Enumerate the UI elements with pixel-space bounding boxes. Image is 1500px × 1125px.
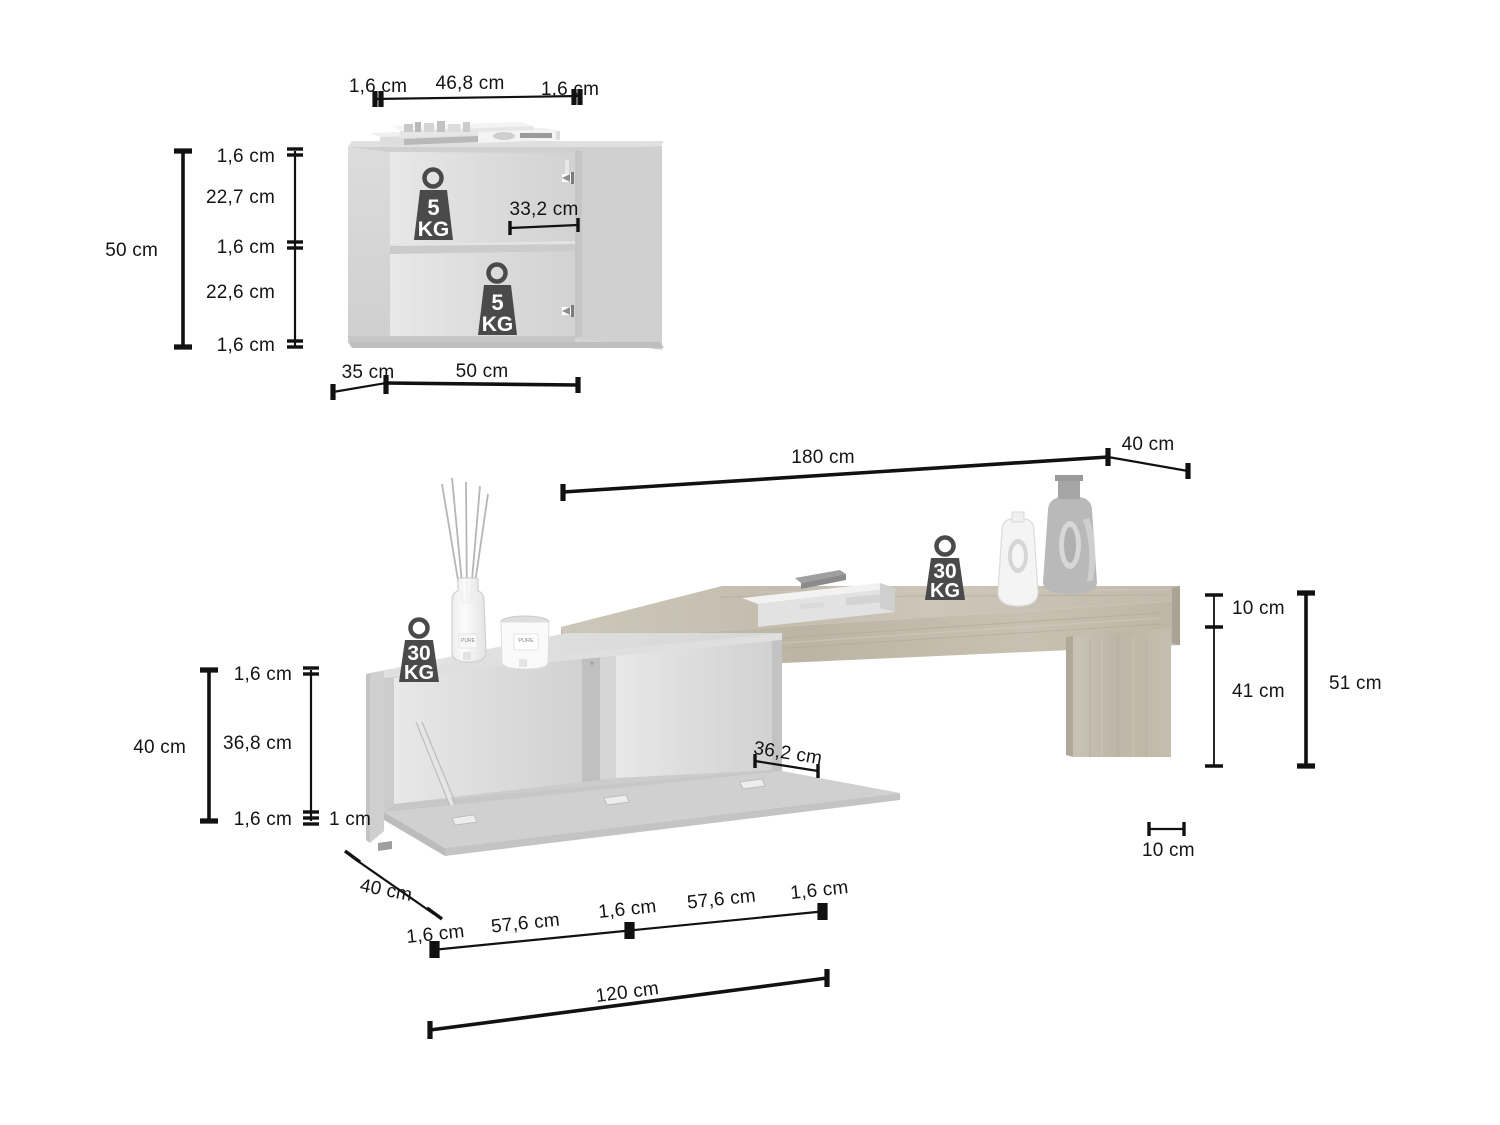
lb-load-right-badge: 30 KG	[925, 535, 965, 602]
wc-width-label: 50 cm	[456, 361, 509, 382]
lb-top-dimension-group	[560, 448, 1191, 501]
wc-h1-label: 1,6 cm	[217, 146, 275, 167]
wc-h5-label: 1,6 cm	[217, 335, 275, 356]
lb-leg-width-line	[1147, 822, 1186, 836]
wc-load-upper-value: 5	[427, 195, 439, 220]
lb-load-right-value: 30	[933, 560, 956, 583]
wc-h3-label: 1,6 cm	[217, 237, 275, 258]
wc-top-right-label: 1,6 cm	[541, 79, 599, 100]
lb-width-top-label: 180 cm	[791, 447, 855, 468]
lb-height-chain	[303, 666, 319, 826]
wc-load-lower-value: 5	[491, 290, 503, 315]
lb-load-left-value: 30	[407, 642, 430, 665]
lb-f2-label: 57,6 cm	[490, 909, 561, 937]
wc-load-upper-unit: KG	[418, 218, 450, 241]
reed-diffuser-decor: PURE	[441, 477, 489, 663]
lb-leg-height-label: 41 cm	[1232, 681, 1285, 702]
wc-top-left-label: 1,6 cm	[349, 76, 407, 97]
lb-f5-label: 1,6 cm	[789, 877, 849, 904]
lb-inner-depth-line	[753, 754, 820, 778]
wc-load-upper-badge: 5 KG	[414, 167, 453, 241]
lb-width-line	[427, 969, 830, 1039]
wc-total-height-line	[174, 148, 192, 350]
lb-f4-label: 57,6 cm	[686, 885, 757, 913]
books-stack-decor	[370, 121, 560, 145]
wc-load-lower-badge: 5 KG	[478, 262, 517, 336]
grey-bottle-vase-decor	[1043, 475, 1097, 594]
lb-depth-line	[343, 849, 444, 921]
wc-inner-depth-line	[508, 218, 580, 235]
wc-inner-depth-label: 33,2 cm	[510, 199, 579, 220]
lb-h3-label: 1,6 cm	[234, 809, 292, 830]
lb-f3-label: 1,6 cm	[597, 896, 657, 923]
lb-door-thickness-label: 1 cm	[329, 809, 371, 830]
wc-depth-label: 35 cm	[342, 362, 395, 383]
lb-load-left-unit: KG	[404, 662, 434, 684]
lb-shelf-height-chain	[1205, 593, 1223, 768]
lb-front-chain	[429, 903, 828, 958]
lb-total-height-label: 40 cm	[133, 737, 186, 758]
lb-shelf-total-label: 51 cm	[1329, 673, 1382, 694]
wc-total-height-label: 50 cm	[105, 240, 158, 261]
wc-load-lower-unit: KG	[482, 313, 514, 336]
wc-top-dimension-group	[372, 89, 583, 107]
svg-text:PURE: PURE	[518, 638, 534, 644]
wc-h4-label: 22,6 cm	[206, 282, 275, 303]
lb-f1-label: 1,6 cm	[405, 921, 465, 948]
svg-text:PURE: PURE	[461, 638, 476, 644]
lb-h2-label: 36,8 cm	[223, 733, 292, 754]
lowboard-cabinet	[366, 633, 900, 856]
lb-shelf-total-line	[1297, 590, 1315, 769]
wc-h2-label: 22,7 cm	[206, 187, 275, 208]
lb-load-left-badge: 30 KG	[399, 617, 439, 684]
remote-control-decor	[795, 570, 846, 589]
lb-depth-top-label: 40 cm	[1122, 434, 1175, 455]
wc-hinge-top-icon	[562, 172, 574, 184]
dvd-player-decor	[742, 583, 895, 627]
wc-bottom-dimension-group	[330, 375, 581, 400]
wc-height-chain	[287, 147, 303, 349]
wc-top-mid-label: 46,8 cm	[436, 73, 505, 94]
lb-shelf-thickness-label: 10 cm	[1232, 598, 1285, 619]
lb-load-right-unit: KG	[930, 580, 960, 602]
lb-h1-label: 1,6 cm	[234, 664, 292, 685]
lb-depth-label: 40 cm	[358, 875, 414, 906]
lb-leg-width-label: 10 cm	[1142, 840, 1195, 861]
wc-hinge-bottom-icon	[562, 305, 574, 317]
white-vase-decor	[997, 511, 1039, 607]
lb-total-height-line	[200, 667, 218, 824]
scented-candle-decor: PURE	[500, 615, 550, 670]
